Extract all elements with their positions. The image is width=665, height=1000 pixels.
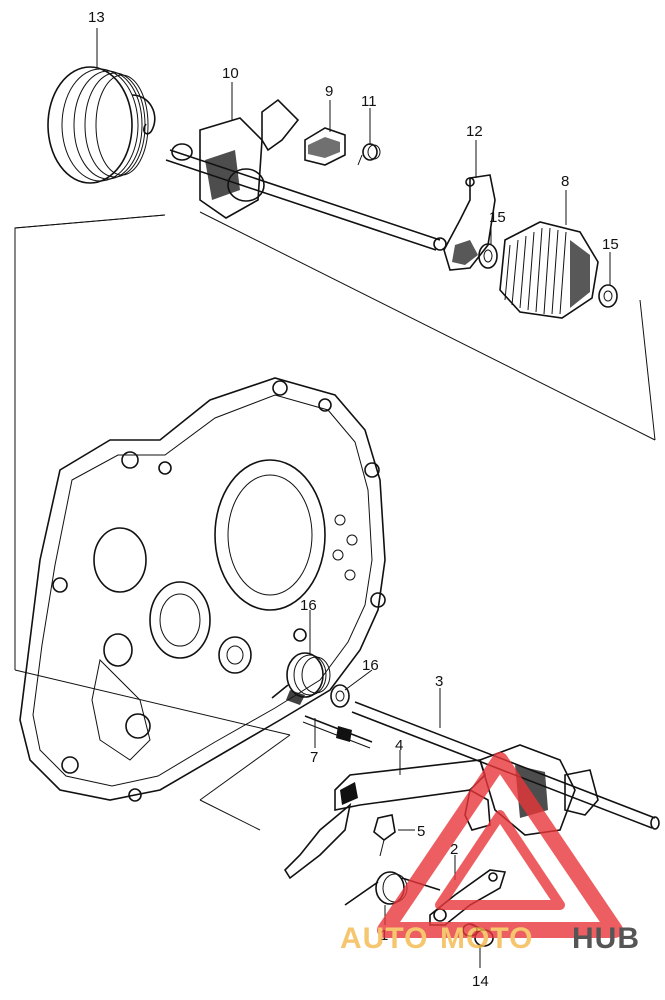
part-16-seal	[330, 684, 350, 708]
label-11: 11	[361, 93, 377, 110]
part-11-ratchet-spring	[357, 143, 381, 166]
label-9: 9	[325, 83, 333, 100]
label-4: 4	[395, 737, 403, 754]
watermark-text-mid: MOTO	[440, 922, 533, 955]
part-7-bolt	[302, 715, 373, 749]
label-14: 14	[472, 973, 489, 990]
part-5-spring	[373, 814, 396, 857]
leader-lines	[96, 28, 611, 968]
watermark-triangle-icon	[377, 752, 623, 938]
label-13: 13	[88, 9, 105, 26]
label-5: 5	[417, 823, 425, 840]
part-13-return-spring	[47, 66, 156, 184]
label-16a: 16	[300, 597, 317, 614]
label-8: 8	[561, 173, 569, 190]
part-15-washer-b	[598, 284, 618, 308]
watermark-text-left: AUTO	[340, 922, 428, 955]
part-15-washer-a	[478, 243, 498, 269]
part-9-ratchet-guide	[304, 127, 346, 166]
label-7: 7	[310, 749, 318, 766]
part-12-ratchet-pawl	[443, 174, 496, 271]
watermark-text-right: HUB	[572, 922, 640, 955]
label-10: 10	[222, 65, 239, 82]
watermark-logo: AUTO MOTO HUB	[340, 752, 640, 955]
assembly-outline	[14, 211, 656, 831]
label-2: 2	[450, 841, 458, 858]
part-8-idle-gear	[499, 221, 599, 319]
label-15a: 15	[489, 209, 506, 226]
label-15b: 15	[602, 236, 619, 253]
part-10-kick-spindle	[165, 98, 447, 251]
label-12: 12	[466, 123, 483, 140]
crankcase-housing	[19, 377, 386, 802]
part-labels: 13 10 9 11 12 15 8 15 16 16 3 4 7 5 2 1 …	[88, 9, 619, 990]
label-3: 3	[435, 673, 443, 690]
label-16b: 16	[362, 657, 379, 674]
part-6-shift-spring	[271, 652, 331, 705]
